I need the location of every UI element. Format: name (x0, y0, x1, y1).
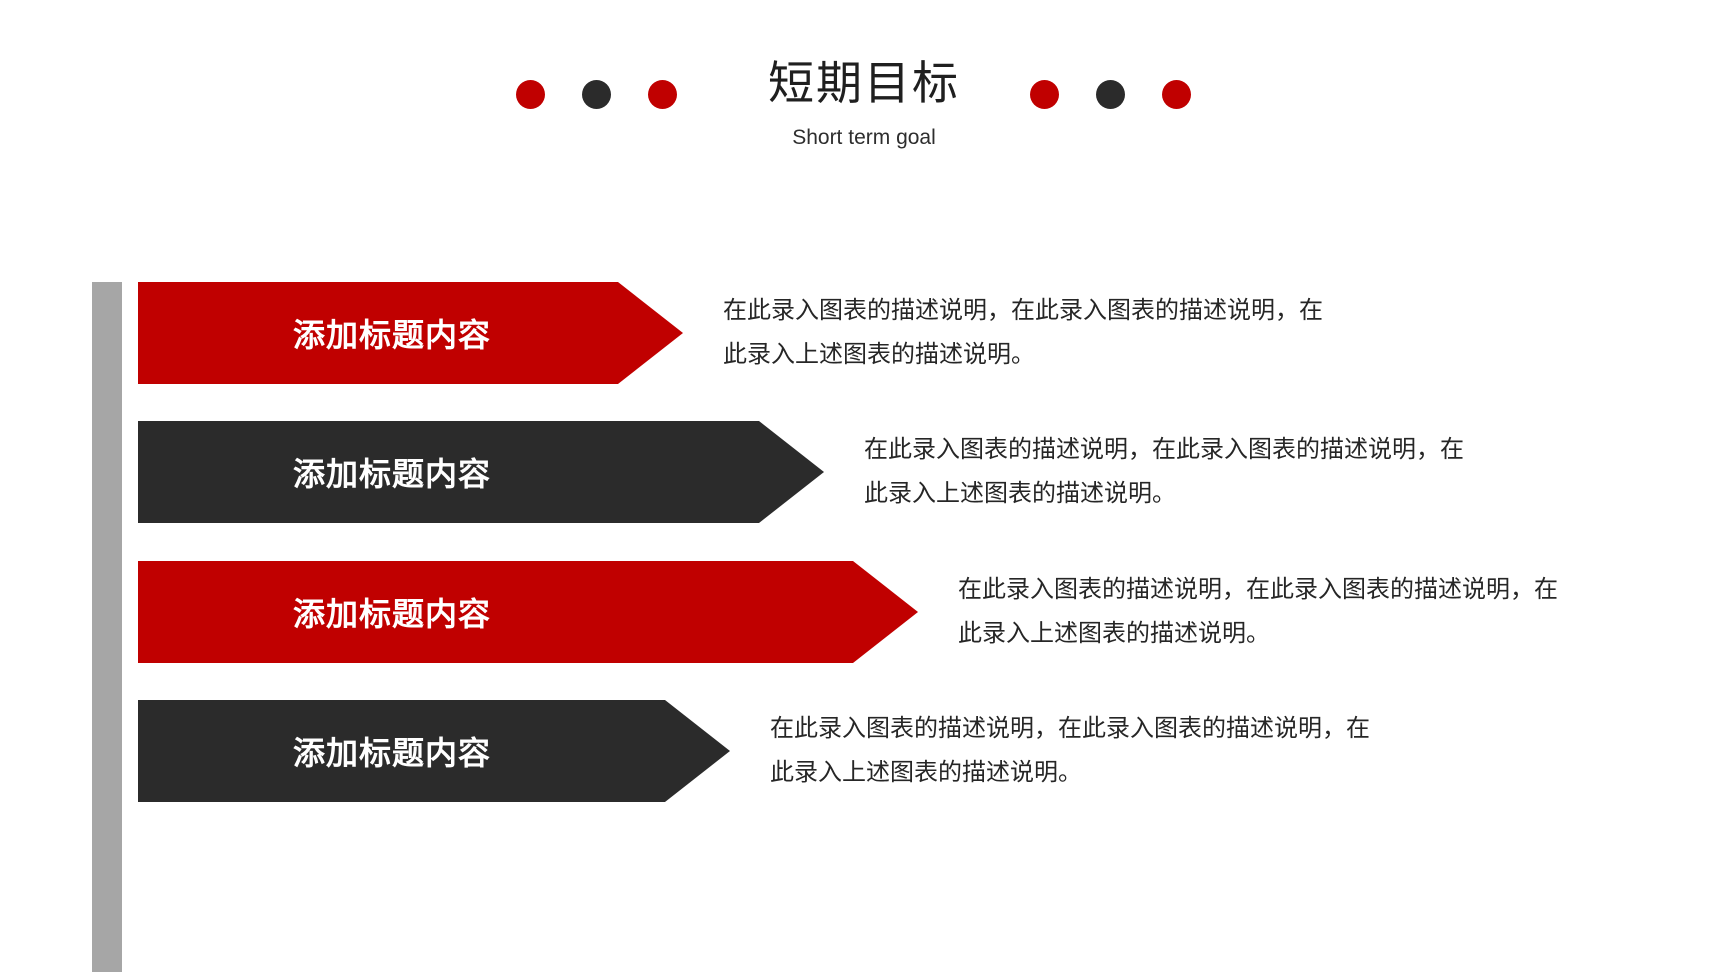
goal-row: 添加标题内容 在此录入图表的描述说明，在此录入图表的描述说明，在此录入上述图表的… (138, 282, 1343, 384)
arrow-banner-label: 添加标题内容 (293, 596, 492, 632)
title-dots-right (1030, 80, 1191, 109)
arrow-banner: 添加标题内容 (138, 421, 824, 523)
item-description: 在此录入图表的描述说明，在此录入图表的描述说明，在此录入上述图表的描述说明。 (958, 576, 1558, 647)
page-subtitle: Short term goal (792, 126, 936, 149)
decor-dot-icon (1096, 80, 1125, 109)
item-description: 在此录入图表的描述说明，在此录入图表的描述说明，在此录入上述图表的描述说明。 (723, 297, 1323, 368)
arrow-banner-label: 添加标题内容 (293, 735, 492, 771)
arrow-banner: 添加标题内容 (138, 561, 918, 663)
goal-row: 添加标题内容 在此录入图表的描述说明，在此录入图表的描述说明，在此录入上述图表的… (138, 421, 1484, 523)
left-accent-bar (92, 282, 122, 972)
arrow-banner-label: 添加标题内容 (293, 456, 492, 492)
goal-row: 添加标题内容 在此录入图表的描述说明，在此录入图表的描述说明，在此录入上述图表的… (138, 700, 1390, 802)
decor-dot-icon (1030, 80, 1059, 109)
title-dots-left (516, 80, 677, 109)
decor-dot-icon (516, 80, 545, 109)
goal-row: 添加标题内容 在此录入图表的描述说明，在此录入图表的描述说明，在此录入上述图表的… (138, 561, 1578, 663)
arrow-banner: 添加标题内容 (138, 700, 730, 802)
decor-dot-icon (1162, 80, 1191, 109)
item-description: 在此录入图表的描述说明，在此录入图表的描述说明，在此录入上述图表的描述说明。 (864, 436, 1464, 507)
arrow-banner-label: 添加标题内容 (293, 317, 492, 353)
decor-dot-icon (648, 80, 677, 109)
item-description: 在此录入图表的描述说明，在此录入图表的描述说明，在此录入上述图表的描述说明。 (770, 715, 1370, 786)
page-title: 短期目标 (768, 57, 960, 109)
arrow-banner: 添加标题内容 (138, 282, 683, 384)
decor-dot-icon (582, 80, 611, 109)
slide-header: 短期目标 Short term goal (0, 54, 1728, 150)
